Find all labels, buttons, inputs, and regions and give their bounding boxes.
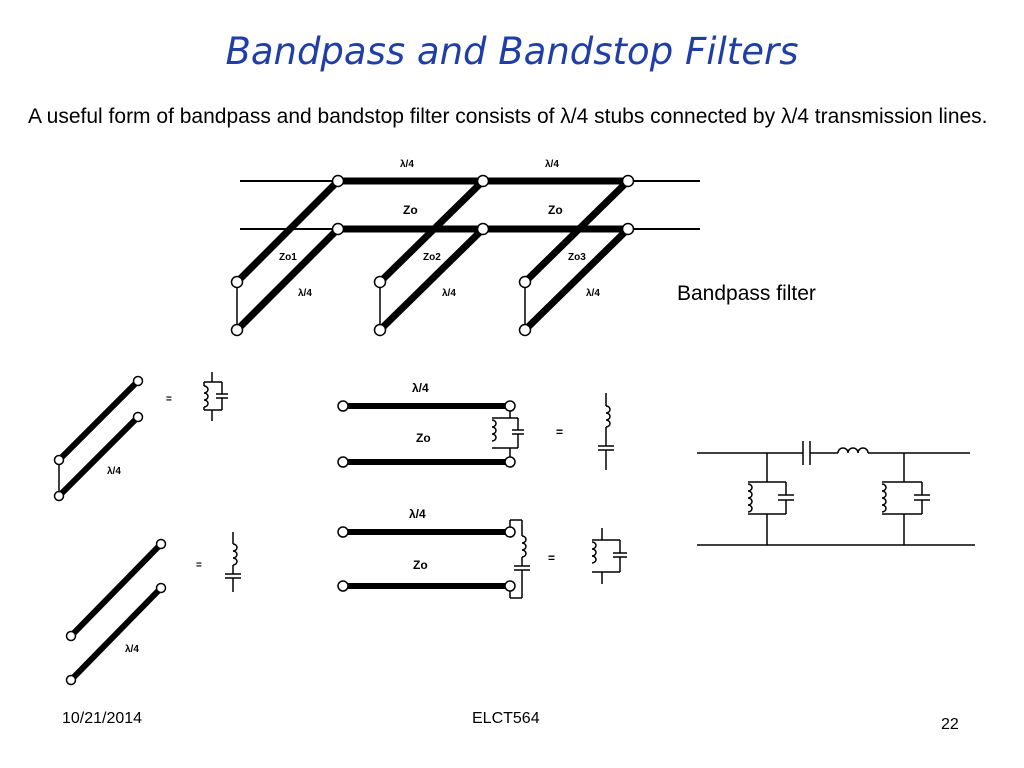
label-stub-z2: Zo2	[423, 252, 441, 263]
label-stub-lambda-1: λ/4	[298, 288, 312, 299]
label-lambda-top-1: λ/4	[400, 159, 414, 170]
open-stub-equivalent: λ/4 =	[65, 532, 241, 686]
label-stub-lambda-3: λ/4	[586, 288, 600, 299]
stub-3-upper	[522, 178, 631, 285]
label-line2-lambda: λ/4	[409, 507, 426, 521]
stub-2-upper	[377, 178, 486, 285]
label-line1-lambda: λ/4	[412, 381, 429, 395]
lumped-bandpass-circuit	[697, 441, 975, 546]
equals-sign-4: =	[548, 551, 555, 565]
label-shorted-stub-lambda: λ/4	[107, 466, 121, 477]
label-zo-2: Zo	[548, 203, 563, 217]
parallel-lc-symbol-3	[591, 528, 627, 584]
footer-page-number: 22	[941, 716, 959, 733]
stub-1-lower	[234, 226, 341, 333]
label-zo-1: Zo	[403, 203, 418, 217]
parallel-lc-symbol-1	[203, 372, 228, 421]
slide-title: Bandpass and Bandstop Filters	[225, 30, 799, 73]
equals-sign-2: =	[196, 560, 202, 571]
bandpass-caption: Bandpass filter	[677, 282, 816, 305]
series-lc-symbol-1	[225, 532, 241, 592]
label-stub-z1: Zo1	[279, 252, 297, 263]
label-line2-zo: Zo	[413, 558, 428, 572]
label-stub-lambda-2: λ/4	[442, 288, 456, 299]
footer-course: ELCT564	[472, 710, 540, 727]
parallel-lc-symbol-2	[491, 411, 524, 457]
stub-1-upper	[234, 178, 341, 285]
shorted-stub-equivalent: λ/4 =	[53, 372, 228, 502]
label-lambda-top-2: λ/4	[545, 159, 559, 170]
line-shorted-equivalent: λ/4 Zo =	[337, 381, 614, 470]
stub-2-lower	[377, 226, 486, 333]
label-open-stub-lambda: λ/4	[125, 644, 139, 655]
equals-sign-1: =	[166, 394, 172, 405]
footer-date: 10/21/2014	[62, 710, 143, 727]
intro-text: A useful form of bandpass and bandstop f…	[28, 105, 988, 128]
label-stub-z3: Zo3	[568, 252, 586, 263]
equals-sign-3: =	[556, 425, 563, 439]
series-lc-symbol-3	[509, 519, 530, 599]
label-line1-zo: Zo	[416, 431, 431, 445]
series-lc-symbol-2	[598, 393, 614, 470]
bandpass-stub-structure: λ/4 λ/4 Zo Zo Zo1 Zo2 Zo3 λ/4 λ/4 λ/4	[230, 159, 700, 337]
line-open-equivalent: λ/4 Zo =	[337, 507, 627, 599]
stub-3-lower	[522, 226, 631, 333]
